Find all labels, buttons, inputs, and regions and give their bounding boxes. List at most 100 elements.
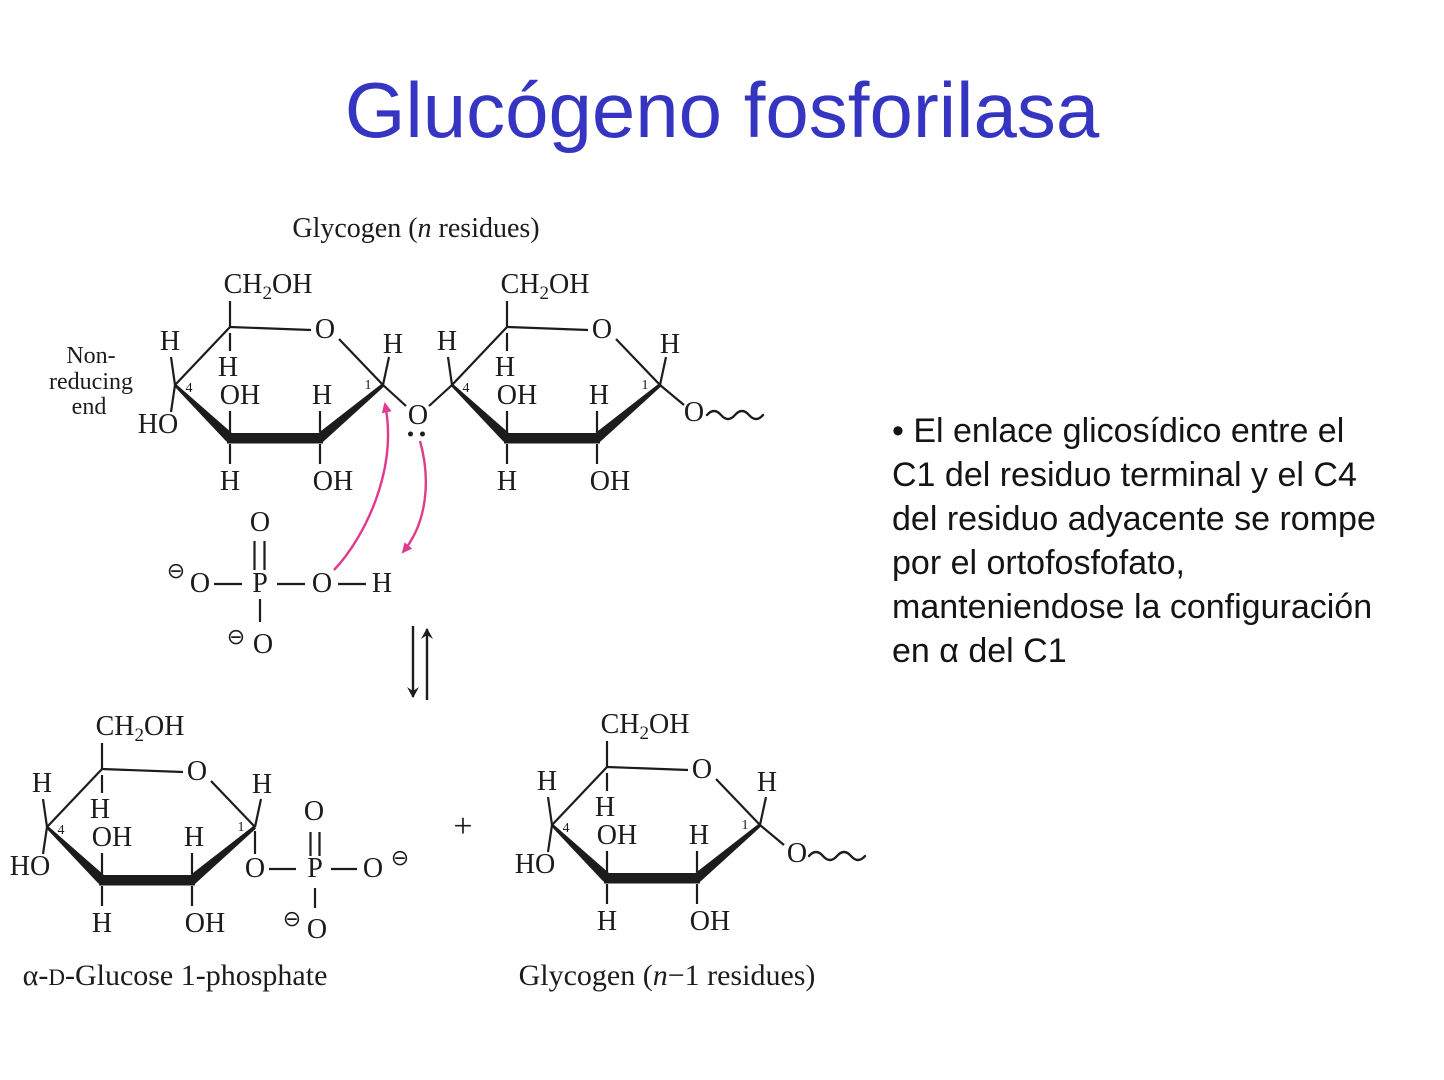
r1-h-c4: H bbox=[160, 326, 180, 357]
equilibrium-arrows bbox=[407, 626, 433, 700]
phosphate-top-bonds bbox=[214, 541, 366, 622]
r2-h-c5: H bbox=[495, 352, 515, 383]
nonreducing-end-line2: reducing bbox=[49, 369, 133, 395]
pi-p: P bbox=[252, 568, 268, 599]
g1p-phosphate-bonds bbox=[269, 832, 357, 908]
r3-h-c1: H bbox=[252, 769, 272, 800]
r2-h-c1: H bbox=[660, 329, 680, 360]
pi-o-top: O bbox=[250, 507, 270, 538]
r1-ring-o: O bbox=[315, 314, 335, 345]
r2-num1: 1 bbox=[642, 378, 649, 393]
r4-oh-c3: OH bbox=[597, 820, 637, 851]
r4-ch2oh: CH2OH bbox=[601, 709, 690, 744]
page-title: Glucógeno fosforilasa bbox=[344, 66, 1100, 154]
r2-oh-c3: OH bbox=[497, 380, 537, 411]
r1-h-c5: H bbox=[218, 352, 238, 383]
r2-chain-o: O bbox=[684, 397, 704, 428]
electron-arrow-to-c1 bbox=[333, 402, 392, 571]
r3-ch2oh: CH2OH bbox=[96, 711, 185, 746]
r3-h-c5: H bbox=[90, 794, 110, 825]
nonreducing-end-line1: Non- bbox=[66, 343, 115, 369]
r2-c1-chain-bond bbox=[659, 384, 685, 406]
r2-c4-glycosidic-bond bbox=[428, 384, 453, 407]
r3-oh-c3: OH bbox=[92, 822, 132, 853]
r2-oh-below-c2: OH bbox=[590, 466, 630, 497]
glycogen-n1-caption: Glycogen (n−1 residues) bbox=[519, 959, 816, 992]
r4-c1-chain-bond bbox=[759, 824, 785, 846]
wavy-bonds bbox=[705, 409, 867, 862]
r3-h-below-c3: H bbox=[92, 908, 112, 939]
r4-c4-ho-bond bbox=[546, 824, 554, 853]
g1p-o-top: O bbox=[304, 796, 324, 827]
r2-h-c2: H bbox=[589, 380, 609, 411]
bullet-line: en α del C1 bbox=[892, 632, 1067, 670]
r1-oh-below-c2: OH bbox=[313, 466, 353, 497]
r4-h-c5: H bbox=[595, 792, 615, 823]
r1-num1: 1 bbox=[365, 378, 372, 393]
r1-c1-glycosidic-bond bbox=[382, 384, 407, 407]
atom-labels-layer: Glycogen (n residues)Non-reducingendCH2O… bbox=[10, 213, 816, 992]
r4-num1: 1 bbox=[742, 818, 749, 833]
pi-o-right: O bbox=[312, 568, 332, 599]
plus-sign: + bbox=[453, 808, 472, 845]
r1-c4-ho-bond bbox=[169, 384, 177, 413]
r2-ch2oh: CH2OH bbox=[501, 269, 590, 304]
g1p-minus-right: ⊖ bbox=[391, 846, 409, 871]
glucose-ring-glycogen-n1-ring bbox=[546, 739, 768, 906]
r3-num4: 4 bbox=[58, 823, 65, 838]
g1p-o-bottom: O bbox=[307, 914, 327, 945]
r2-num4: 4 bbox=[463, 381, 470, 396]
g1p-o-c1: O bbox=[245, 853, 265, 884]
r1-h-c2: H bbox=[312, 380, 332, 411]
r3-h-c4: H bbox=[32, 768, 52, 799]
r3-c4-ho-bond bbox=[41, 826, 49, 855]
reaction-diagram: Glycogen (n residues)Non-reducingendCH2O… bbox=[10, 213, 867, 992]
g1p-o-right: O bbox=[363, 853, 383, 884]
g1p-p: P bbox=[307, 853, 323, 884]
r3-oh-below-c2: OH bbox=[185, 908, 225, 939]
mechanism-arrows bbox=[333, 402, 428, 571]
glucose-rings-layer bbox=[41, 299, 768, 908]
r4-oh-below-c2: OH bbox=[690, 906, 730, 937]
pi-o-left: O bbox=[190, 568, 210, 599]
glycosidic-o: O bbox=[408, 400, 428, 431]
bullet-line: manteniendose la configuración bbox=[892, 588, 1373, 626]
g1p-caption: α-D-Glucose 1-phosphate bbox=[23, 959, 328, 992]
pi-h-right: H bbox=[372, 568, 392, 599]
glycogen-n-heading: Glycogen (n residues) bbox=[292, 213, 539, 244]
pi-o-bottom: O bbox=[253, 629, 273, 660]
r3-ring-o: O bbox=[187, 756, 207, 787]
r4-h-c1: H bbox=[757, 767, 777, 798]
r4-chain-o: O bbox=[787, 838, 807, 869]
bullet-line: C1 del residuo terminal y el C4 bbox=[892, 456, 1357, 494]
lone-pair-dots bbox=[408, 431, 425, 437]
r2-ring-o: O bbox=[592, 314, 612, 345]
r2-h-below-c3: H bbox=[497, 466, 517, 497]
r4-h-below-c3: H bbox=[597, 906, 617, 937]
r3-ho-c4: HO bbox=[10, 851, 50, 882]
r4-ring-o: O bbox=[692, 754, 712, 785]
r1-num4: 4 bbox=[186, 381, 193, 396]
glucose-ring-glucose-1-phosphate-ring bbox=[41, 741, 263, 908]
electron-arrow-to-h bbox=[401, 440, 428, 554]
variable-bonds bbox=[41, 384, 785, 855]
r1-ho-c4: HO bbox=[138, 409, 178, 440]
glucose-ring-adjacent-residue bbox=[446, 299, 668, 466]
r1-h-below-c3: H bbox=[220, 466, 240, 497]
r1-oh-c3: OH bbox=[220, 380, 260, 411]
r4-chain-wavy-line bbox=[807, 850, 867, 862]
bullet-paragraph: • El enlace glicosídico entre el C1 del … bbox=[892, 409, 1427, 673]
g1p-minus-bottom: ⊖ bbox=[283, 907, 301, 932]
r1-h-c1: H bbox=[383, 329, 403, 360]
r3-num1: 1 bbox=[238, 820, 245, 835]
r1-ch2oh: CH2OH bbox=[224, 269, 313, 304]
pi-minus-bottom: ⊖ bbox=[227, 625, 245, 650]
nonreducing-end-line3: end bbox=[72, 394, 107, 420]
glucose-ring-nonreducing-residue bbox=[169, 299, 391, 466]
r3-h-c2: H bbox=[184, 822, 204, 853]
r4-num4: 4 bbox=[563, 821, 570, 836]
r2-chain-wavy-line bbox=[705, 409, 765, 421]
bullet-line: por el ortofosfofato, bbox=[892, 544, 1185, 582]
bullet-line: • El enlace glicosídico entre el bbox=[892, 412, 1345, 450]
